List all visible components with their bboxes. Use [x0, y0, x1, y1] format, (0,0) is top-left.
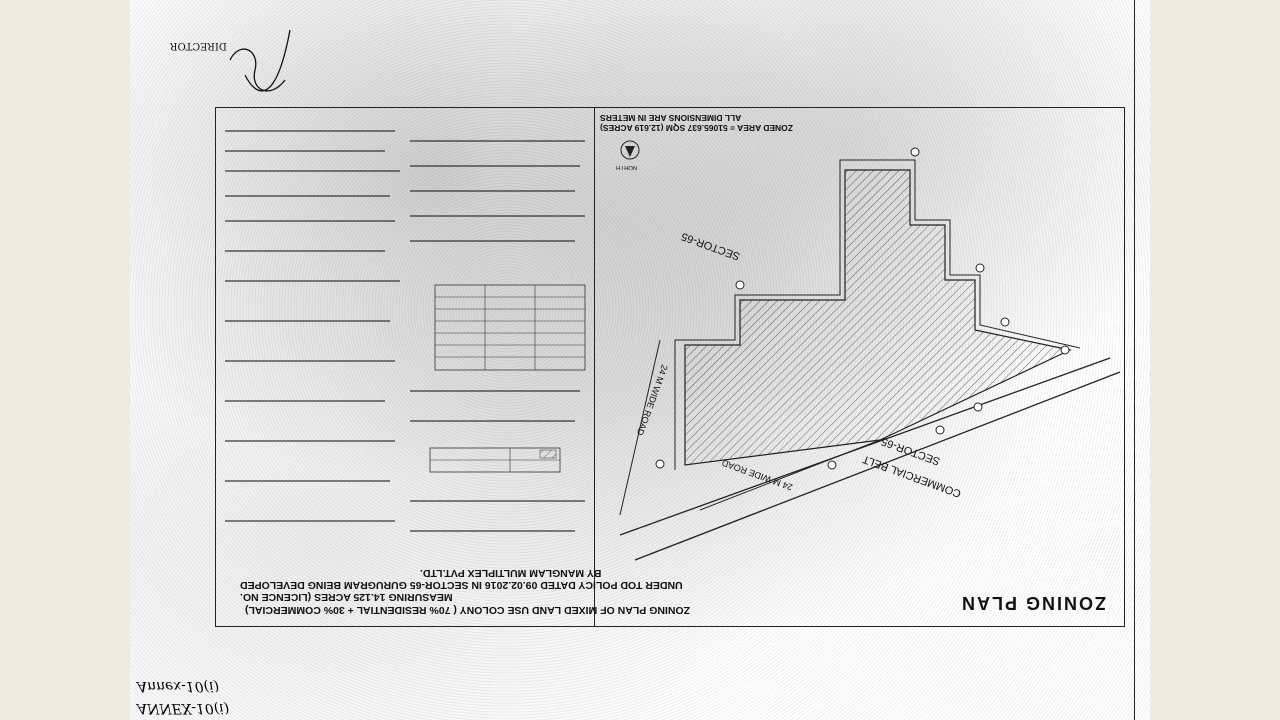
- notes-text-line: [225, 150, 385, 152]
- notes-text-line: [225, 220, 395, 222]
- notes-text-line: [225, 400, 385, 402]
- notes-text-line: [225, 250, 385, 252]
- zoned-site-area: [684, 169, 1072, 466]
- notes-text-line: [225, 360, 395, 362]
- road-edge: [634, 371, 1121, 561]
- drawing-frame: [215, 107, 1125, 627]
- notes-text-line: [410, 190, 575, 192]
- notes-text-line: [225, 520, 395, 522]
- road-edge: [619, 357, 1111, 536]
- north-label: NORTH: [616, 164, 638, 170]
- notes-text-line: [225, 195, 390, 197]
- notes-text-line: [225, 170, 400, 172]
- notes-text-line: [410, 390, 580, 392]
- notes-text-line: [225, 320, 390, 322]
- notes-text-line: [410, 165, 580, 167]
- plan-description-line: UNDER TOD POLICY DATED 09.02.2016 IN SEC…: [240, 579, 683, 591]
- title-block: [215, 107, 595, 627]
- plan-title: ZONING PLAN: [960, 593, 1106, 613]
- notes-text-line: [410, 140, 585, 142]
- notes-text-line: [410, 240, 575, 242]
- signature-mark: [229, 29, 291, 92]
- page-edge-line: [1134, 0, 1135, 720]
- road-edge: [699, 439, 881, 511]
- area-table: [434, 284, 586, 371]
- zoned-area-label: ZONED AREA = 51065.637 SQM (12.619 ACRES…: [600, 123, 793, 133]
- notes-text-line: [225, 130, 395, 132]
- annex-mark: ANNEX-10(i): [137, 700, 230, 716]
- survey-points: [655, 147, 1070, 470]
- notes-text-line: [225, 480, 390, 482]
- notes-text-line: [410, 215, 585, 217]
- plan-description-line: ZONING PLAN OF MIXED LAND USE COLONY ( 7…: [245, 604, 691, 616]
- notes-text-line: [410, 500, 585, 502]
- site-boundary: [674, 159, 1081, 470]
- notes-text-line: [225, 440, 395, 442]
- legend-table: [429, 447, 561, 473]
- north-arrow-icon: [620, 140, 640, 160]
- signatory-title: DIRECTOR: [170, 40, 227, 51]
- plan-description-line: BY MANGLAM MULTIPLEX PVT.LTD.: [420, 567, 602, 579]
- dimensions-note: ALL DIMENSIONS ARE IN METERS: [600, 113, 742, 123]
- notes-text-line: [225, 280, 400, 282]
- notes-text-line: [410, 420, 575, 422]
- road-edge: [619, 339, 661, 516]
- annex-mark: Annex-10(i): [137, 678, 220, 694]
- plan-description-line: MEASURING 14.125 ACRES (LICENCE NO.: [240, 591, 453, 603]
- notes-text-line: [410, 530, 575, 532]
